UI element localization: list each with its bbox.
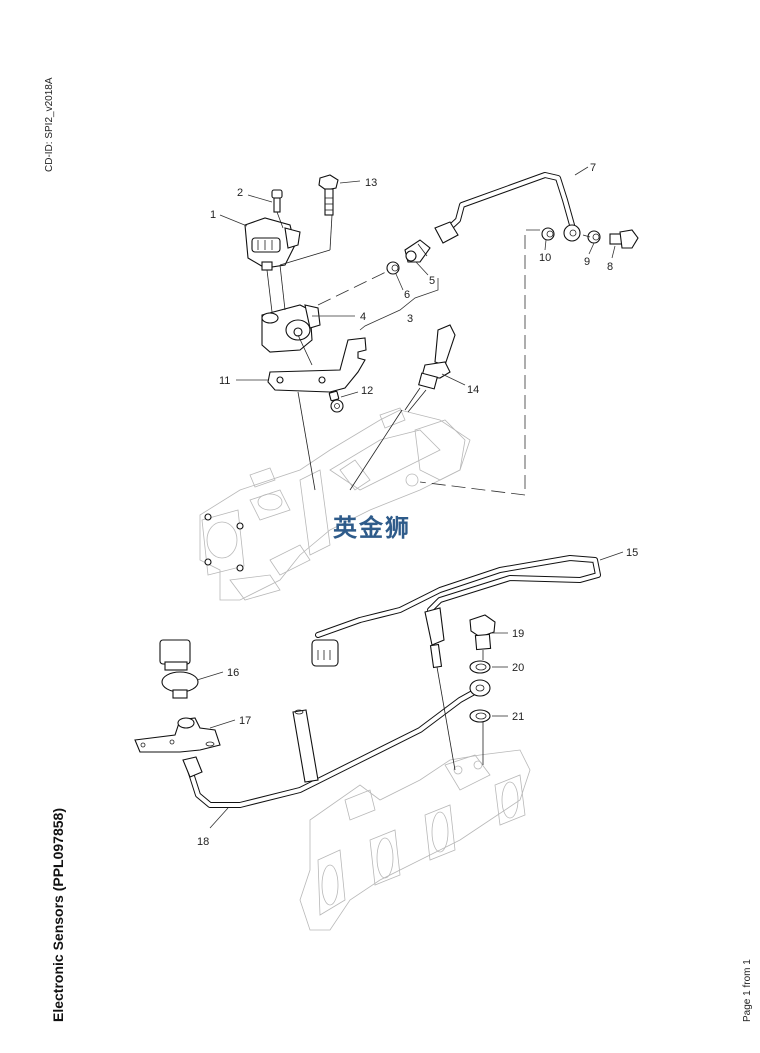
callout-13[interactable]: 13 (365, 177, 377, 189)
callout-8[interactable]: 8 (607, 261, 613, 273)
part-15-harness[interactable] (311, 555, 601, 669)
part-7-pipe[interactable] (434, 172, 581, 244)
watermark-logo: 英金狮 (333, 514, 411, 542)
callout-21[interactable]: 21 (512, 711, 524, 723)
callout-10[interactable]: 10 (539, 252, 551, 264)
assembly-lines (266, 211, 591, 771)
part-14-temperature-sensor[interactable] (404, 324, 456, 413)
part-2-screw[interactable] (271, 189, 283, 213)
callout-3[interactable]: 3 (407, 313, 413, 325)
part-19-banjo-bolt[interactable] (469, 614, 496, 651)
intake-manifold-outline (199, 407, 471, 601)
part-4-adapter[interactable] (261, 304, 321, 353)
callout-19[interactable]: 19 (512, 628, 524, 640)
part-1-pressure-sensor[interactable] (244, 217, 301, 271)
part-5-fitting[interactable] (404, 239, 431, 263)
callout-14[interactable]: 14 (467, 384, 479, 396)
part-10-seal[interactable] (541, 227, 555, 241)
part-18-pipe[interactable] (182, 679, 491, 808)
callout-1[interactable]: 1 (210, 209, 216, 221)
callout-11[interactable]: 11 (219, 375, 230, 387)
part-6-seal[interactable] (386, 261, 400, 275)
callout-17[interactable]: 17 (239, 715, 251, 727)
callout-2[interactable]: 2 (237, 187, 243, 199)
part-16-pressure-sensor[interactable] (159, 639, 199, 699)
callout-16[interactable]: 16 (227, 667, 239, 679)
callout-4[interactable]: 4 (360, 311, 366, 323)
callout-7[interactable]: 7 (590, 162, 596, 174)
callout-5[interactable]: 5 (429, 275, 435, 287)
callout-12[interactable]: 12 (361, 385, 373, 397)
callout-18[interactable]: 18 (197, 836, 209, 848)
exhaust-manifold-outline (299, 749, 531, 931)
callout-20[interactable]: 20 (512, 662, 524, 674)
callout-9[interactable]: 9 (584, 256, 590, 268)
part-13-bolt[interactable] (318, 174, 339, 216)
callout-15[interactable]: 15 (626, 547, 638, 559)
callout-leaders (196, 166, 624, 829)
part-8-bolt[interactable] (609, 229, 639, 249)
part-17-bracket[interactable] (134, 717, 221, 753)
part-12-screw[interactable] (328, 390, 344, 413)
part-11-bracket[interactable] (267, 337, 367, 393)
callout-6[interactable]: 6 (404, 289, 410, 301)
part-21-seal[interactable] (469, 709, 491, 723)
part-20-seal[interactable] (469, 660, 491, 674)
